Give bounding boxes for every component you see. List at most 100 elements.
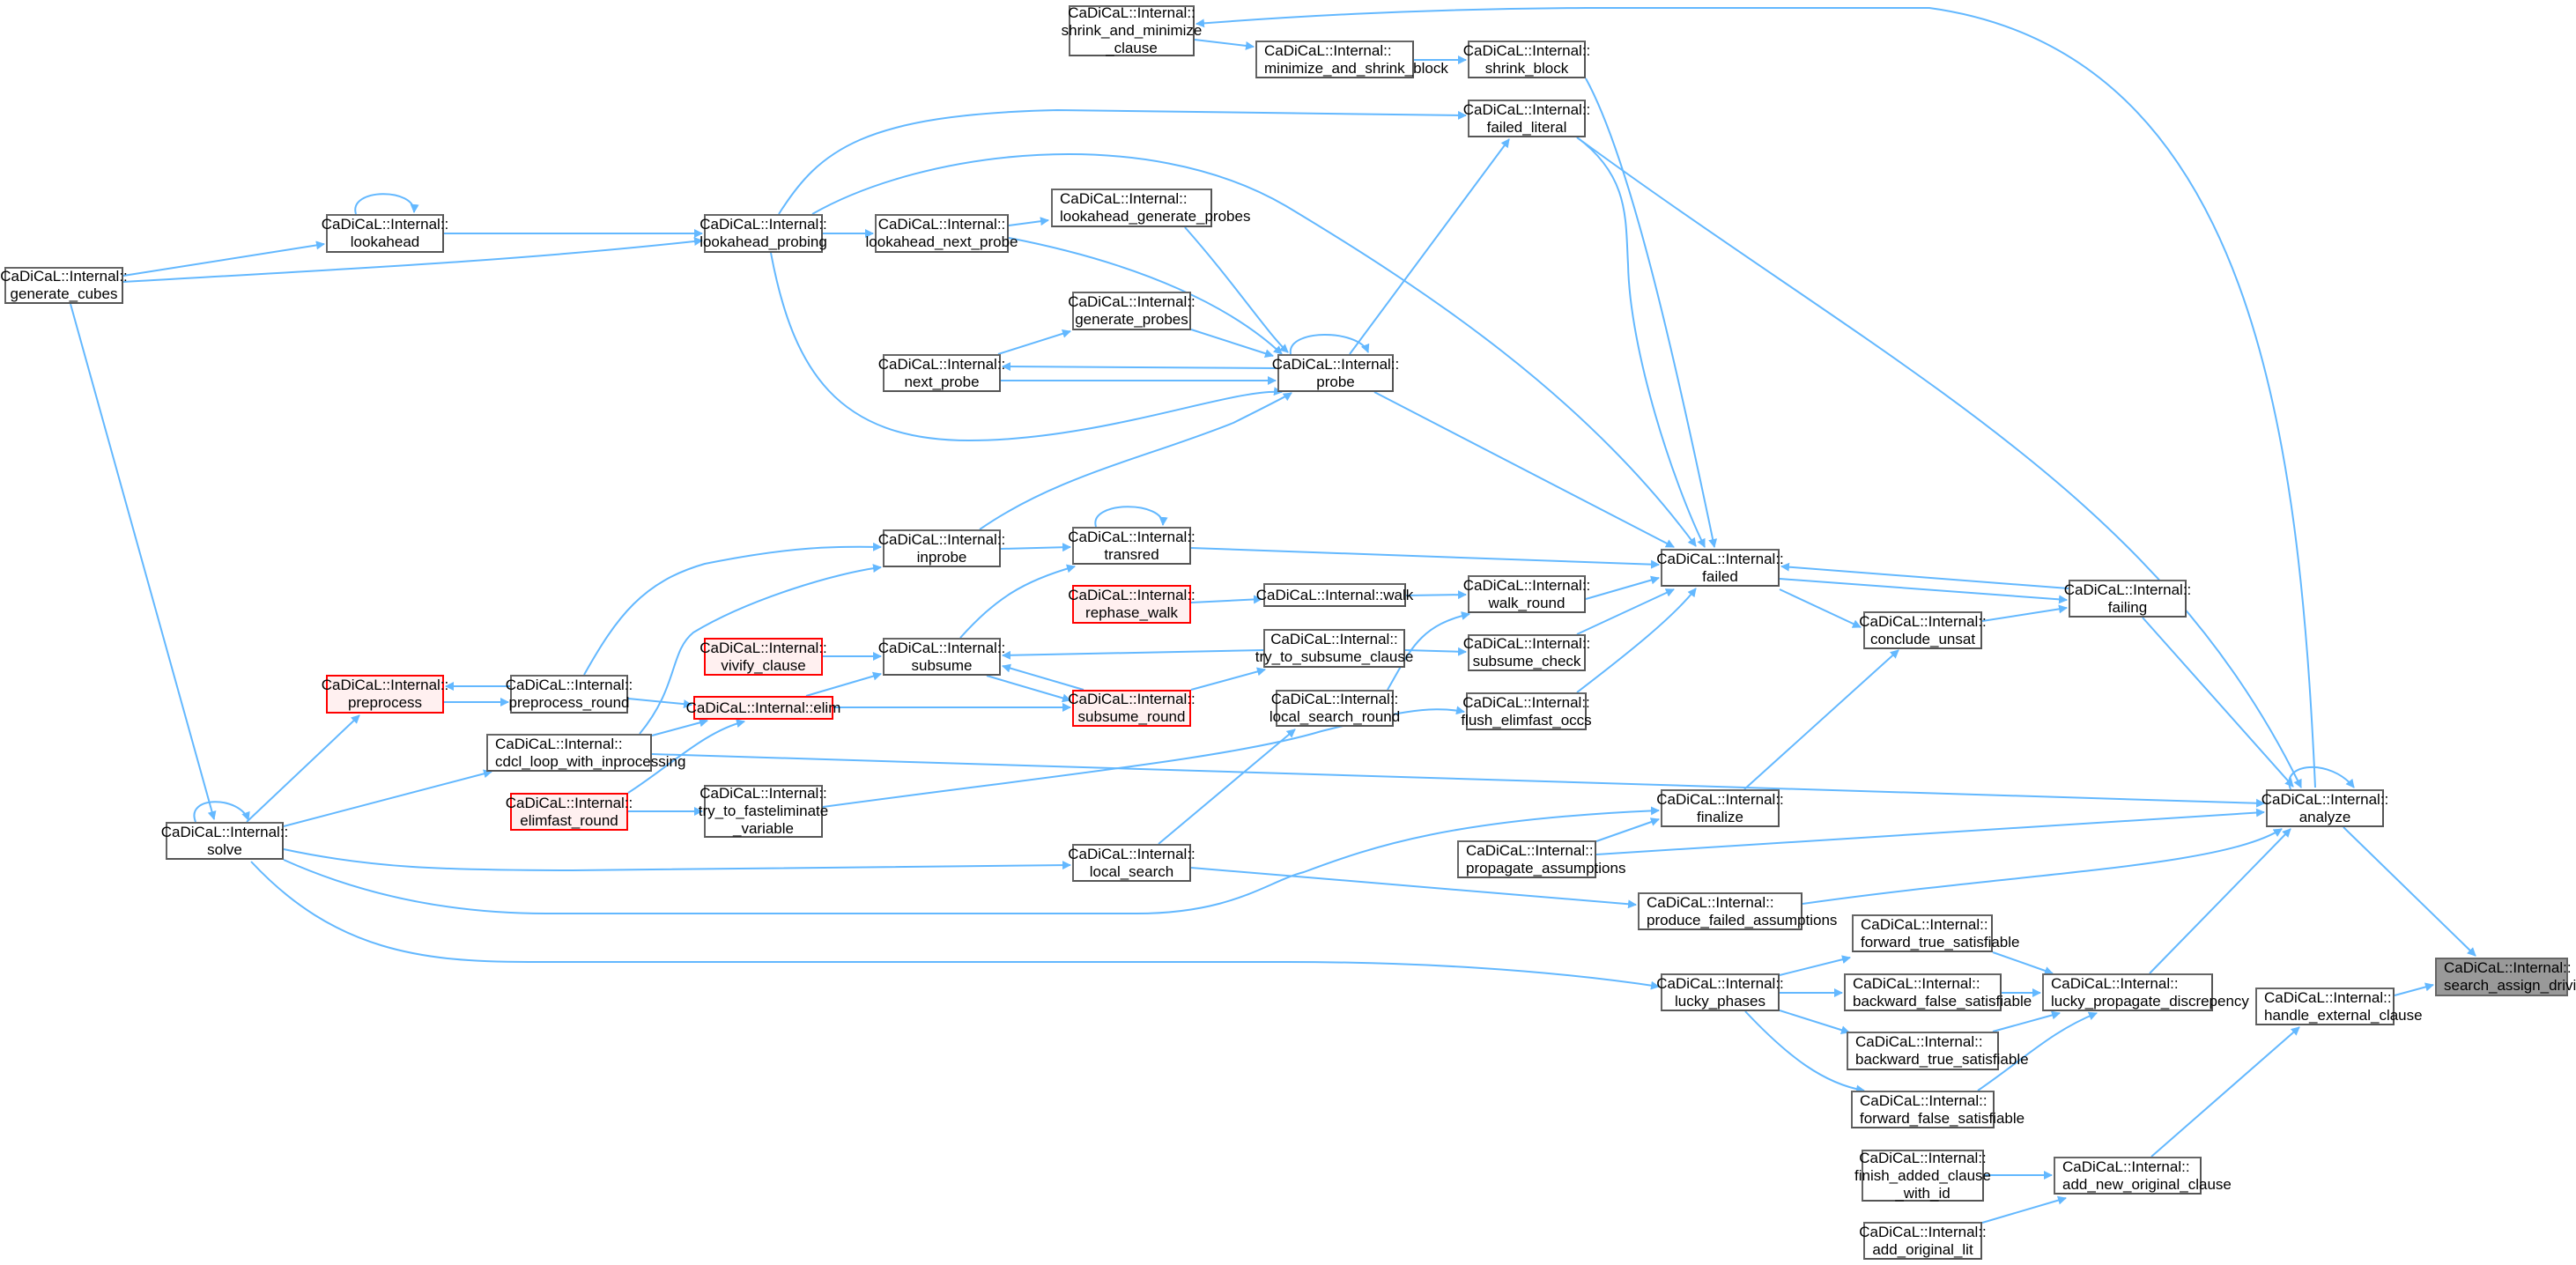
node-with-id[interactable]: CaDiCaL::Internal::finish_added_clause_w…	[1854, 1149, 1991, 1202]
node-subsume-round[interactable]: CaDiCaL::Internal::subsume_round	[1068, 690, 1195, 727]
node-label-line: forward_true_satisfiable	[1861, 933, 2020, 951]
edge-preprocess-round-elim	[627, 698, 692, 709]
edge-walk-round-failed	[1585, 575, 1660, 600]
node-label-line: CaDiCaL::Internal::	[1270, 691, 1399, 707]
node-variable[interactable]: CaDiCaL::Internal::try_to_fasteliminate_…	[699, 785, 828, 838]
node-label-line: CaDiCaL::Internal::	[877, 639, 1006, 656]
node-lucky-phases[interactable]: CaDiCaL::Internal::lucky_phases	[1656, 973, 1784, 1011]
node-subsume-check[interactable]: CaDiCaL::Internal::subsume_check	[1463, 634, 1590, 671]
node-label-line: vivify_clause	[721, 656, 806, 674]
edge-bts-lpd	[1992, 1010, 2061, 1032]
node-add-original-lit[interactable]: CaDiCaL::Internal::add_original_lit	[1859, 1222, 1987, 1260]
node-lookahead-generate-probes[interactable]: CaDiCaL::Internal::lookahead_generate_pr…	[1051, 189, 1250, 227]
node-label-line: CaDiCaL::Internal::	[1270, 631, 1398, 647]
node-propagate-assumptions[interactable]: CaDiCaL::Internal::propagate_assumptions	[1457, 840, 1625, 878]
node-cdcl-loop-with-inprocessing[interactable]: CaDiCaL::Internal::cdcl_loop_with_inproc…	[486, 734, 685, 772]
node-label-line: elimfast_round	[520, 811, 618, 829]
edge-propagate-assumptions-finalize	[1595, 817, 1660, 842]
node-next-probe[interactable]: CaDiCaL::Internal::next_probe	[878, 354, 1005, 392]
node-label-line: CaDiCaL::Internal::	[1859, 1149, 1987, 1166]
node-rephase-walk[interactable]: CaDiCaL::Internal::rephase_walk	[1068, 585, 1195, 624]
node-clause[interactable]: CaDiCaL::Internal::shrink_and_minimize_c…	[1062, 4, 1202, 56]
node-forward-true-satisfiable[interactable]: CaDiCaL::Internal::forward_true_satisfia…	[1852, 914, 2019, 952]
node-label-line: backward_false_satisfiable	[1853, 992, 2032, 1010]
node-conclude-unsat[interactable]: CaDiCaL::Internal::conclude_unsat	[1859, 611, 1987, 649]
edge-elimfast-round-elim	[627, 719, 745, 794]
edge-failed-conclude-unsat	[1779, 588, 1862, 628]
node-label-line: CaDiCaL::Internal::	[321, 677, 449, 693]
node-backward-false-satisfiable[interactable]: CaDiCaL::Internal::backward_false_satisf…	[1844, 973, 2032, 1011]
node-subsume[interactable]: CaDiCaL::Internal::subsume	[878, 638, 1005, 676]
edge-flush-elimfast-failed	[1576, 588, 1697, 693]
node-vivify-clause[interactable]: CaDiCaL::Internal::vivify_clause	[700, 638, 827, 676]
node-label-line: cdcl_loop_with_inprocessing	[495, 752, 686, 770]
node-label-line: try_to_fasteliminate	[698, 803, 829, 819]
node-handle-external-clause[interactable]: CaDiCaL::Internal::handle_external_claus…	[2255, 988, 2423, 1025]
node-local-search-round[interactable]: CaDiCaL::Internal::local_search_round	[1269, 690, 1400, 727]
node-lookahead[interactable]: CaDiCaL::Internal::lookahead	[322, 214, 448, 253]
node-label-line: lookahead_next_probe	[865, 233, 1018, 250]
node-backward-true-satisfiable[interactable]: CaDiCaL::Internal::backward_true_satisfi…	[1847, 1032, 2029, 1070]
node-elim[interactable]: CaDiCaL::Internal::elim	[686, 696, 840, 720]
node-search-assign-driving[interactable]: CaDiCaL::Internal::search_assign_driving	[2435, 958, 2576, 996]
edge-cdcl-elim	[651, 718, 708, 736]
node-inprobe[interactable]: CaDiCaL::Internal::inprobe	[878, 529, 1005, 567]
edge-lucky-phases-bts	[1779, 1010, 1850, 1035]
node-label-line: CaDiCaL::Internal::	[1656, 790, 1784, 808]
node-generate-probes[interactable]: CaDiCaL::Internal::generate_probes	[1068, 292, 1195, 330]
node-lookahead-probing[interactable]: CaDiCaL::Internal::lookahead_probing	[700, 214, 827, 253]
node-label-line: add_new_original_clause	[2062, 1175, 2232, 1193]
node-label-line: CaDiCaL::Internal::	[877, 216, 1006, 233]
node-elimfast-round[interactable]: CaDiCaL::Internal::elimfast_round	[506, 793, 633, 831]
node-generate-cubes[interactable]: CaDiCaL::Internal::generate_cubes	[0, 267, 128, 304]
node-label-line: CaDiCaL::Internal::	[1462, 693, 1590, 711]
node-probe[interactable]: CaDiCaL::Internal::probe	[1272, 354, 1399, 392]
edge-ttfv-flush-elimfast	[822, 706, 1465, 808]
node-local-search[interactable]: CaDiCaL::Internal::local_search	[1068, 844, 1195, 882]
node-label-line: solve	[207, 840, 242, 858]
node-walk[interactable]: CaDiCaL::Internal::walk	[1256, 583, 1413, 607]
node-add-new-original-clause[interactable]: CaDiCaL::Internal::add_new_original_clau…	[2054, 1157, 2232, 1195]
edge-subsume-check-failed	[1576, 588, 1675, 635]
node-preprocess[interactable]: CaDiCaL::Internal::preprocess	[322, 675, 448, 714]
node-label-line: walk_round	[1488, 594, 1566, 611]
node-shrink-block[interactable]: CaDiCaL::Internal::shrink_block	[1463, 41, 1590, 78]
node-minimize-and-shrink-block[interactable]: CaDiCaL::Internal::minimize_and_shrink_b…	[1255, 41, 1448, 78]
node-solve[interactable]: CaDiCaL::Internal::solve	[161, 822, 288, 860]
node-label-line: lucky_phases	[1674, 992, 1765, 1010]
node-walk-round[interactable]: CaDiCaL::Internal::walk_round	[1463, 575, 1590, 613]
edge-local-search-produce-failed	[1190, 867, 1637, 909]
node-label-line: CaDiCaL::Internal::	[2444, 959, 2572, 976]
node-analyze[interactable]: CaDiCaL::Internal::analyze	[2261, 789, 2388, 827]
node-lookahead-next-probe[interactable]: CaDiCaL::Internal::lookahead_next_probe	[866, 214, 1018, 253]
node-label-line: backward_true_satisfiable	[1855, 1051, 2029, 1068]
node-label-line: probe	[1316, 373, 1355, 390]
node-label-line: try_to_subsume_clause	[1255, 648, 1414, 665]
node-transred[interactable]: CaDiCaL::Internal::transred	[1068, 527, 1195, 565]
node-forward-false-satisfiable[interactable]: CaDiCaL::Internal::forward_false_satisfi…	[1851, 1091, 2025, 1128]
edge-generate-cubes-lookahead-probing	[122, 237, 703, 283]
edge-generate-cubes-solve	[70, 303, 217, 820]
node-label-line: add_original_lit	[1872, 1240, 1973, 1258]
node-label-line: generate_probes	[1075, 311, 1188, 328]
edge-solve-finalize	[283, 806, 1660, 914]
edge-inprobe-transred	[1000, 543, 1071, 552]
node-label-line: propagate_assumptions	[1466, 859, 1626, 877]
edge-solve-lucky-phases	[250, 861, 1660, 990]
node-produce-failed-assumptions[interactable]: CaDiCaL::Internal::produce_failed_assump…	[1638, 892, 1837, 930]
node-label-line: _variable	[733, 820, 794, 837]
node-try-to-subsume-clause[interactable]: CaDiCaL::Internal::try_to_subsume_clause	[1255, 629, 1413, 668]
node-label-line: CaDiCaL::Internal::	[1853, 974, 1980, 992]
node-lucky-propagate-discrepency[interactable]: CaDiCaL::Internal::lucky_propagate_discr…	[2042, 973, 2249, 1011]
node-label-line: failed	[1702, 567, 1738, 585]
node-flush-elimfast-occs[interactable]: CaDiCaL::Internal::flush_elimfast_occs	[1461, 692, 1592, 730]
node-failing[interactable]: CaDiCaL::Internal::failing	[2064, 580, 2191, 618]
node-failed-literal[interactable]: CaDiCaL::Internal::failed_literal	[1463, 100, 1590, 137]
edge-ffs-lpd	[1977, 1011, 2098, 1091]
node-failed[interactable]: CaDiCaL::Internal::failed	[1656, 549, 1784, 587]
edge-generate-cubes-lookahead	[122, 240, 325, 277]
edge-aol-anoc	[1981, 1195, 2067, 1224]
node-preprocess-round[interactable]: CaDiCaL::Internal::preprocess_round	[506, 675, 633, 714]
node-label-line: search_assign_driving	[2444, 977, 2576, 994]
node-finalize[interactable]: CaDiCaL::Internal::finalize	[1656, 789, 1784, 827]
